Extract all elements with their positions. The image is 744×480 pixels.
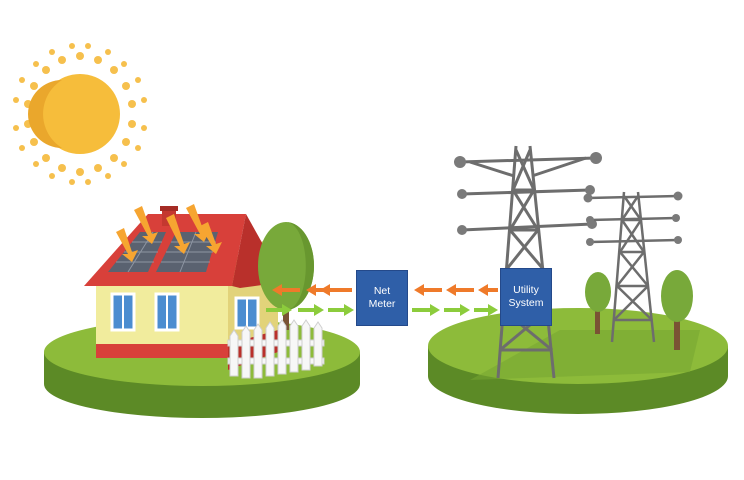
net-meter-box: Net Meter xyxy=(356,270,408,326)
sun-rays xyxy=(13,43,147,185)
transmission-tower-small xyxy=(587,191,679,343)
net-meter-label-line1: Net xyxy=(373,285,391,297)
utility-system-box: Utility System xyxy=(500,268,552,326)
utility-system-label-line1: Utility xyxy=(513,284,539,296)
sunlight-arrows xyxy=(116,204,222,262)
tower-insulators-large xyxy=(454,152,602,235)
grid-tree-left xyxy=(585,272,611,334)
grid-ground-platform xyxy=(428,308,728,414)
sun-icon xyxy=(13,43,147,185)
flow-arrows-grid-to-home xyxy=(272,284,498,296)
utility-system-label-line2: System xyxy=(508,297,544,309)
picket-fence xyxy=(227,319,325,379)
grid-tree-right xyxy=(661,270,693,350)
house-base xyxy=(96,344,228,358)
sun-disc xyxy=(40,74,120,154)
net-meter-label-line2: Meter xyxy=(368,298,396,310)
flow-arrows-home-to-grid xyxy=(266,304,498,316)
tower-insulators-small xyxy=(583,191,683,246)
